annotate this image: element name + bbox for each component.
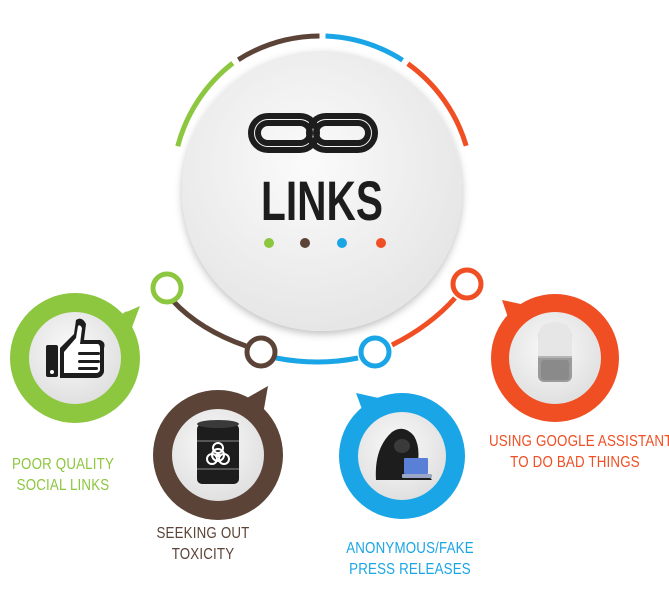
label-line: ANONYMOUS/FAKE: [346, 540, 474, 557]
biohazard-barrel-icon: [197, 420, 239, 484]
node-blue: [358, 335, 392, 369]
label-poor-quality-social-links: POOR QUALITY SOCIAL LINKS: [0, 454, 128, 496]
node-green: [150, 271, 184, 305]
page-title: LINKS: [261, 169, 383, 232]
dot-red: [376, 238, 386, 248]
badge-brown: [153, 386, 283, 520]
chain-link-icon: [248, 113, 378, 153]
label-line: TOXICITY: [171, 546, 235, 563]
connector-arc-blue: [275, 355, 359, 365]
label-seeking-out-toxicity: SEEKING OUT TOXICITY: [139, 523, 268, 565]
label-anonymous-fake-press-releases: ANONYMOUS/FAKE PRESS RELEASES: [346, 538, 475, 580]
label-line: SEEKING OUT: [156, 525, 250, 542]
label-line: USING GOOGLE ASSISTANT: [489, 433, 669, 450]
top-arc-green: [175, 61, 235, 147]
label-line: TO DO BAD THINGS: [510, 454, 640, 471]
badge-red: [491, 294, 619, 422]
label-line: SOCIAL LINKS: [16, 477, 110, 494]
connector-arc-brown: [171, 299, 247, 349]
label-using-google-assistant: USING GOOGLE ASSISTANT TO DO BAD THINGS: [489, 431, 669, 473]
top-arc-blue: [325, 33, 404, 63]
center-circle: LINKS: [182, 51, 462, 331]
node-red: [450, 267, 484, 301]
thumbs-up-icon: [46, 318, 105, 378]
top-arc: [175, 33, 469, 147]
connector-arc: [171, 296, 457, 365]
badge-green: [10, 293, 140, 423]
label-line: POOR QUALITY: [11, 456, 115, 473]
hooded-hacker-icon: [375, 428, 432, 480]
dot-green: [264, 238, 274, 248]
top-arc-red: [406, 61, 469, 147]
label-line: PRESS RELEASES: [349, 561, 471, 578]
dot-blue: [337, 238, 347, 248]
connector-arc-red: [390, 296, 457, 348]
color-dots: [264, 238, 386, 248]
badge-blue: [339, 393, 465, 519]
dot-brown: [300, 238, 310, 248]
smart-speaker-icon: [538, 322, 572, 382]
connector-nodes: [150, 267, 484, 369]
node-brown: [244, 335, 278, 369]
top-arc-brown: [236, 33, 320, 62]
